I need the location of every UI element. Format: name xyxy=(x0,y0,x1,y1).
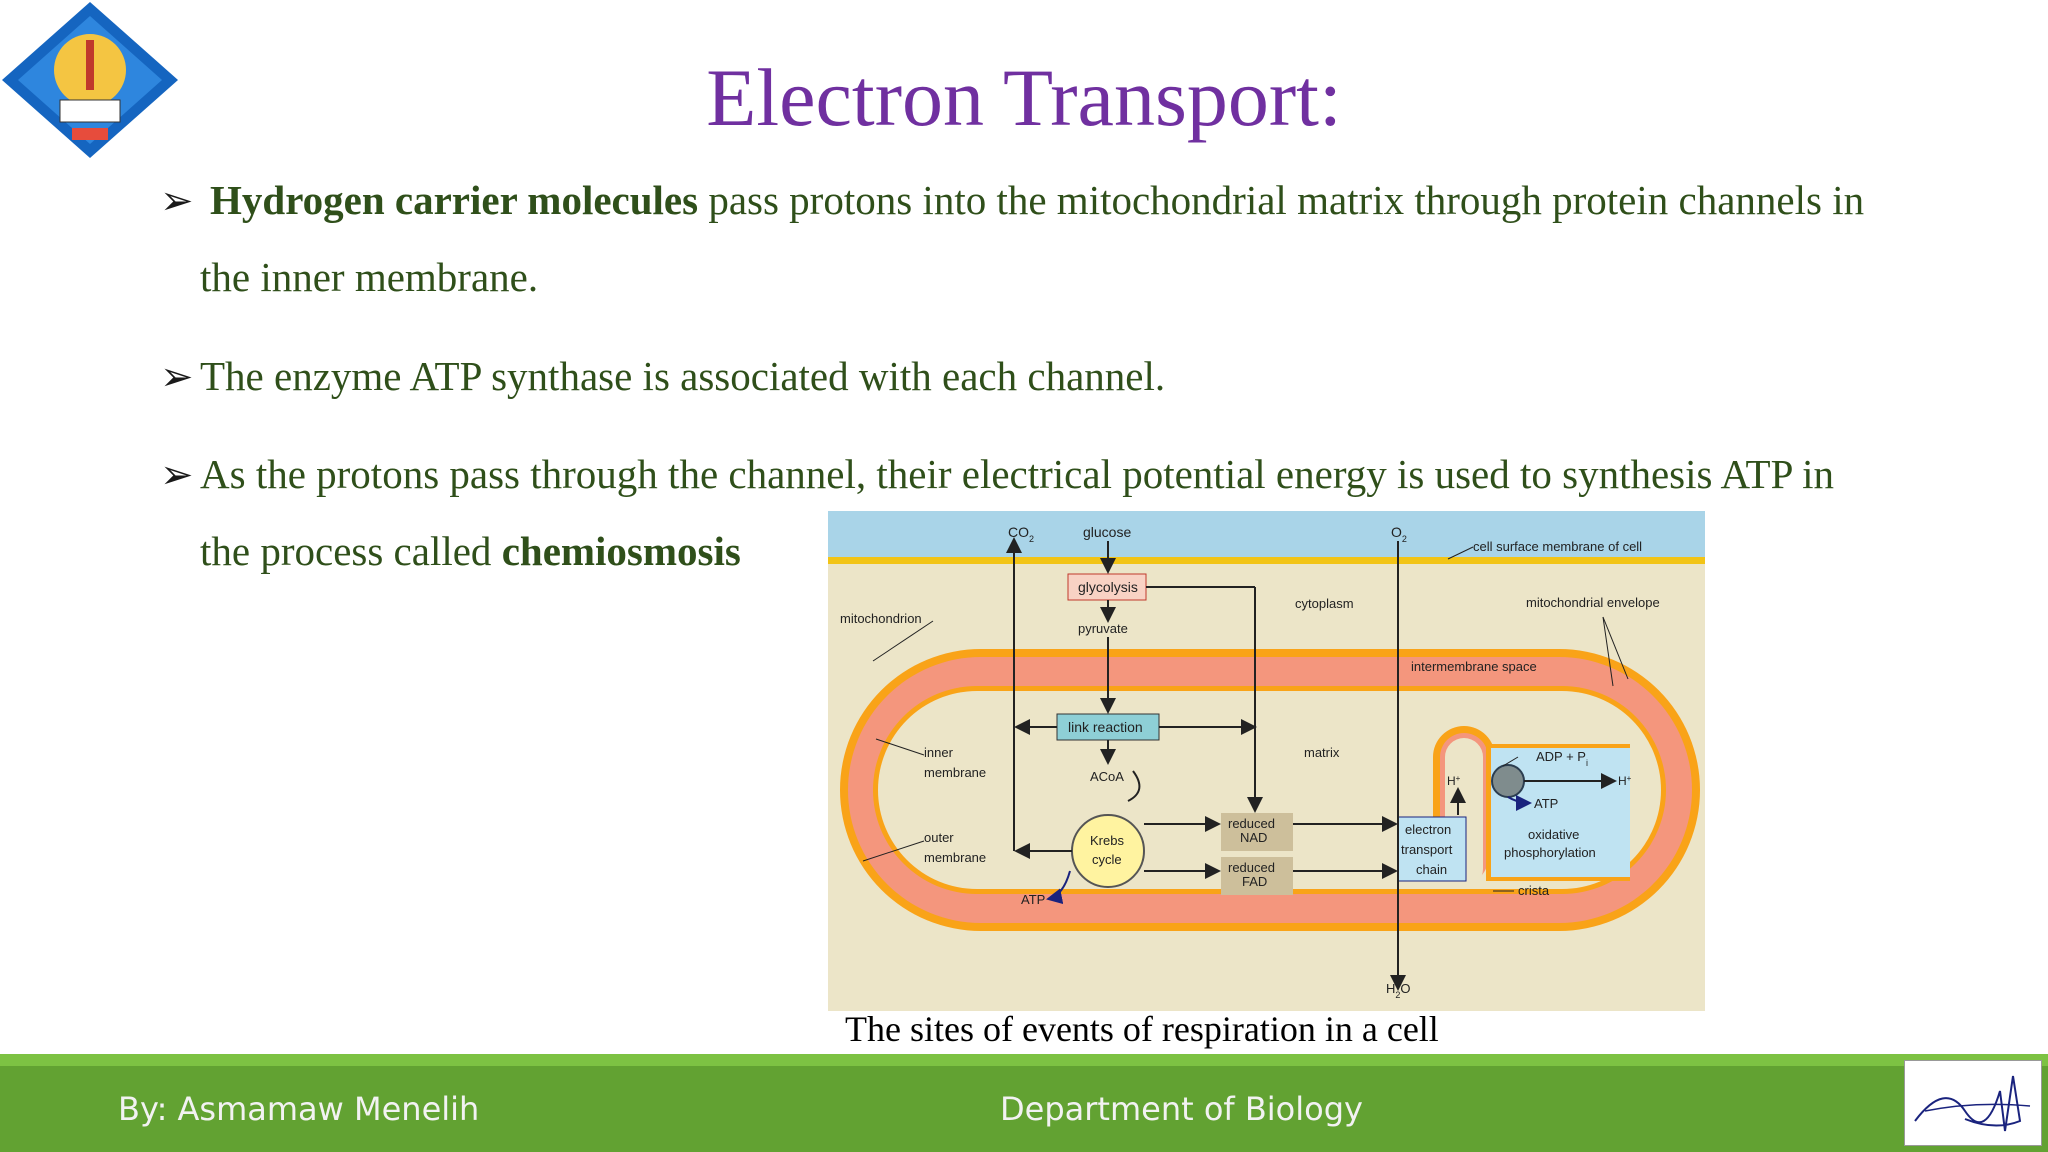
bullet-1: ➢ Hydrogen carrier molecules pass proton… xyxy=(160,162,1960,316)
label-h2o: H xyxy=(1386,981,1395,996)
label-oxphos-2: phosphorylation xyxy=(1504,845,1596,860)
label-reduced-nad-2: NAD xyxy=(1240,830,1267,845)
label-krebs-2: cycle xyxy=(1092,852,1122,867)
label-h-plus-right-sup: + xyxy=(1627,774,1632,783)
label-atp-left: ATP xyxy=(1021,892,1045,907)
label-h2o-end: O xyxy=(1400,981,1410,996)
label-adp: ADP + P xyxy=(1536,749,1586,764)
bullet-3-line2-prefix: the process called xyxy=(200,528,502,574)
signature-image xyxy=(1904,1060,2042,1146)
label-h-plus-right: H xyxy=(1618,774,1627,788)
label-etc-2: transport xyxy=(1401,842,1453,857)
svg-text:O2: O2 xyxy=(1391,524,1407,544)
label-reduced-nad-1: reduced xyxy=(1228,816,1275,831)
label-reduced-fad-2: FAD xyxy=(1242,874,1267,889)
bullet-1-line1: pass protons into the mitochondrial matr… xyxy=(698,177,1865,223)
label-o2-sub: 2 xyxy=(1402,534,1407,544)
footer-accent-bar xyxy=(0,1054,2048,1066)
label-atp-right: ATP xyxy=(1534,796,1558,811)
label-inner-membrane: membrane xyxy=(924,765,986,780)
bullet-1-line2: the inner membrane. xyxy=(200,254,539,300)
label-mitochondrion: mitochondrion xyxy=(840,611,922,626)
label-crista: crista xyxy=(1518,883,1550,898)
label-outer-membrane: membrane xyxy=(924,850,986,865)
label-h2o-sub: 2 xyxy=(1395,990,1400,1000)
label-matrix: matrix xyxy=(1304,745,1340,760)
svg-text:H+: H+ xyxy=(1618,774,1632,789)
footer-bar: By: Asmamaw Menelih Department of Biolog… xyxy=(0,1066,2048,1152)
svg-text:H+: H+ xyxy=(1447,774,1461,789)
arrow-bullet-icon: ➢ xyxy=(160,178,194,223)
bullet-3: ➢ As the protons pass through the channe… xyxy=(160,436,1960,590)
label-mito-envelope: mitochondrial envelope xyxy=(1526,595,1660,610)
label-inner: inner xyxy=(924,745,954,760)
label-intermembrane: intermembrane space xyxy=(1411,659,1537,674)
label-acoa: ACoA xyxy=(1090,769,1124,784)
slide-title: Electron Transport: xyxy=(706,52,1342,143)
label-co2: CO xyxy=(1008,524,1029,540)
diagram-caption: The sites of events of respiration in a … xyxy=(845,1009,1439,1049)
label-cytoplasm: cytoplasm xyxy=(1295,596,1354,611)
bullet-3-line2-bold: chemiosmosis xyxy=(501,528,741,574)
bullet-1-bold: Hydrogen carrier molecules xyxy=(210,177,699,223)
label-h-plus-left: H xyxy=(1447,774,1456,788)
label-outer: outer xyxy=(924,830,954,845)
label-glucose: glucose xyxy=(1083,524,1131,540)
label-oxphos-1: oxidative xyxy=(1528,827,1579,842)
label-krebs-1: Krebs xyxy=(1090,833,1124,848)
university-logo xyxy=(2,2,178,158)
svg-text:ADP + Pi: ADP + Pi xyxy=(1536,749,1588,768)
label-etc-1: electron xyxy=(1405,822,1451,837)
label-etc-3: chain xyxy=(1416,862,1447,877)
arrow-bullet-icon: ➢ xyxy=(160,452,194,497)
label-o2: O xyxy=(1391,524,1402,540)
bullet-2-text: The enzyme ATP synthase is associated wi… xyxy=(200,353,1166,399)
arrow-bullet-icon: ➢ xyxy=(160,354,194,399)
footer-department: Department of Biology xyxy=(1000,1090,1363,1128)
label-reduced-fad-1: reduced xyxy=(1228,860,1275,875)
label-adp-sub: i xyxy=(1586,758,1588,768)
label-glycolysis: glycolysis xyxy=(1078,579,1138,595)
label-pyruvate: pyruvate xyxy=(1078,621,1128,636)
respiration-diagram: CO2 glucose O2 cell surface membrane of … xyxy=(828,511,1705,1011)
footer-author: By: Asmamaw Menelih xyxy=(118,1090,480,1128)
svg-text:H2O: H2O xyxy=(1386,981,1411,1000)
label-co2-sub: 2 xyxy=(1029,534,1034,544)
label-cell-surface: cell surface membrane of cell xyxy=(1473,539,1642,554)
bullet-2: ➢ The enzyme ATP synthase is associated … xyxy=(160,338,1960,415)
label-h-plus-left-sup: + xyxy=(1456,774,1461,783)
bullet-3-line1: As the protons pass through the channel,… xyxy=(200,451,1834,497)
label-link-reaction: link reaction xyxy=(1068,719,1143,735)
svg-text:CO2: CO2 xyxy=(1008,524,1034,544)
